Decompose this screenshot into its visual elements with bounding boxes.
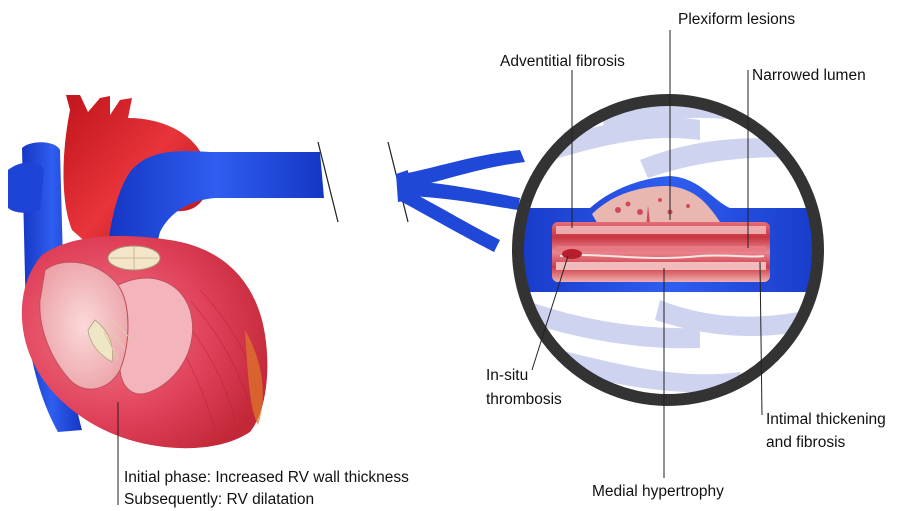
label-intimal-thickening: Intimal thickening [766, 411, 886, 428]
label-adventitial-fibrosis: Adventitial fibrosis [500, 53, 625, 70]
label-rv-initial-phase: Initial phase: Increased RV wall thickne… [124, 469, 409, 486]
pulmonary-artery-branches [396, 150, 525, 252]
thrombus [562, 249, 582, 259]
label-in-situ: In-situ [486, 367, 528, 384]
label-medial-hypertrophy: Medial hypertrophy [592, 483, 724, 500]
vena-cava-branch [8, 163, 44, 213]
label-narrowed-lumen: Narrowed lumen [752, 67, 866, 84]
label-and-fibrosis: and fibrosis [766, 434, 846, 451]
heart-illustration [8, 95, 324, 448]
label-thrombosis: thrombosis [486, 391, 562, 408]
label-rv-subsequently: Subsequently: RV dilatation [124, 491, 314, 508]
label-plexiform-lesions: Plexiform lesions [678, 11, 795, 28]
